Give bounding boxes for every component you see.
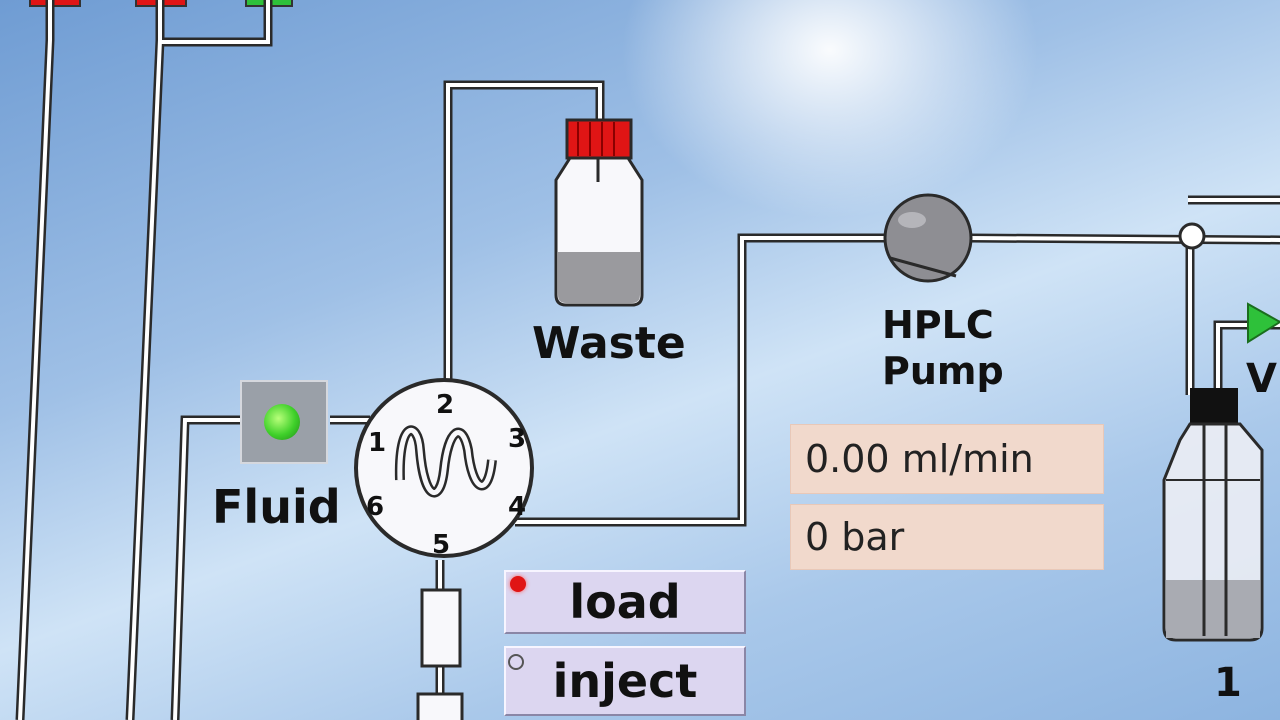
inject-button-label: inject bbox=[552, 654, 698, 708]
valve-port-2: 2 bbox=[436, 390, 455, 420]
flow-rate-readout[interactable]: 0.00 ml/min bbox=[790, 424, 1104, 494]
pressure-readout[interactable]: 0 bar bbox=[790, 504, 1104, 570]
direction-arrow-icon bbox=[1247, 302, 1280, 344]
inject-button[interactable]: inject bbox=[504, 646, 746, 716]
valve-port-6: 6 bbox=[366, 492, 385, 522]
pipe-junction bbox=[1178, 222, 1206, 250]
valve-port-3: 3 bbox=[508, 424, 527, 454]
fluid-indicator[interactable] bbox=[240, 380, 328, 464]
injection-valve bbox=[354, 378, 534, 558]
load-button-label: load bbox=[569, 575, 681, 629]
hplc-pump-label: HPLC Pump bbox=[882, 302, 1004, 394]
sample-loop-segment-1 bbox=[420, 588, 462, 668]
fluid-label: Fluid bbox=[212, 480, 341, 534]
inject-radio-indicator[interactable] bbox=[508, 654, 524, 670]
valve-port-4: 4 bbox=[508, 492, 527, 522]
waste-label: Waste bbox=[532, 318, 686, 369]
top-valve-marker-red-1 bbox=[29, 0, 81, 7]
load-button[interactable]: load bbox=[504, 570, 746, 634]
waste-bottle bbox=[554, 118, 644, 307]
partial-label-v: V bbox=[1246, 356, 1277, 402]
load-radio-indicator[interactable] bbox=[510, 576, 526, 592]
sample-loop-segment-2 bbox=[416, 692, 464, 720]
hplc-pump-icon bbox=[883, 193, 973, 283]
hplc-pump-label-line1: HPLC bbox=[882, 303, 994, 347]
hplc-pump-label-line2: Pump bbox=[882, 349, 1004, 393]
fluid-status-led-icon bbox=[264, 404, 300, 440]
vial-1 bbox=[1162, 388, 1264, 642]
vial-number-label: 1 bbox=[1214, 660, 1242, 706]
valve-port-1: 1 bbox=[368, 428, 387, 458]
valve-port-5: 5 bbox=[432, 530, 451, 560]
